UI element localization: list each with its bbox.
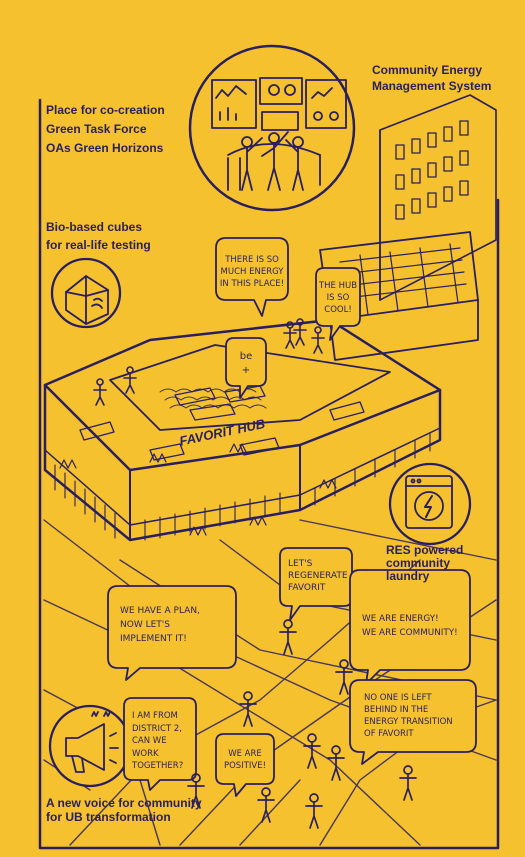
bubble-energy: THERE IS SO MUCH ENERGY IN THIS PLACE!: [218, 254, 286, 290]
bubble-community-line-1: WE ARE ENERGY!: [362, 614, 439, 624]
bubble-community: WE ARE ENERGY! WE ARE COMMUNITY!: [362, 612, 468, 640]
bubble-district-line-2: DISTRICT 2,: [132, 723, 182, 734]
washing-machine-icon: [405, 475, 453, 529]
bubble-district-line-4: WORK: [132, 748, 159, 759]
cubes-label: Bio-based cubes for real-life testing: [46, 218, 151, 254]
laundry-line-3: laundry: [386, 569, 430, 583]
dashboard-icon: [211, 77, 347, 191]
voice-label: A new voice for community for UB transfo…: [46, 796, 202, 824]
bubble-energy-line-1: THERE IS SO: [225, 255, 279, 265]
bubble-community-line-2: WE ARE COMMUNITY!: [362, 628, 458, 638]
bubble-regenerate: LET'S REGENERATE FAVORIT: [288, 558, 350, 594]
bubble-regenerate-line-2: REGENERATE: [288, 571, 348, 581]
bubble-positive-line-1: WE ARE: [228, 749, 262, 759]
cems-circle: [188, 44, 356, 212]
cems-label: Community Energy Management System: [372, 62, 491, 94]
bubble-positive-line-2: POSITIVE!: [223, 761, 266, 771]
cocreation-line-1: Place for co-creation: [46, 103, 165, 117]
bubble-district: I AM FROM DISTRICT 2, CAN WE WORK TOGETH…: [132, 710, 194, 773]
laundry-line-2: community: [386, 556, 451, 570]
megaphone-circle: [48, 704, 132, 788]
bubble-shapes: [107, 237, 477, 797]
bubble-regenerate-line-1: LET'S: [288, 559, 313, 569]
voice-line-1: A new voice for community: [46, 796, 202, 810]
bubble-plan-line-2: NOW LET'S: [120, 620, 170, 630]
street-people: [187, 619, 417, 829]
cems-line-2: Management System: [372, 79, 492, 93]
voice-line-2: for UB transformation: [46, 810, 171, 824]
bubble-plan-line-3: IMPLEMENT IT!: [120, 634, 187, 644]
bubble-transition-line-4: OF FAVORIT: [364, 729, 414, 739]
cube-circle: [50, 257, 122, 329]
bubble-cool-line-3: COOL!: [324, 305, 352, 315]
bubble-cool-line-2: IS SO: [326, 293, 350, 303]
bubble-district-line-5: TOGETHER?: [132, 761, 184, 771]
bubble-regenerate-line-3: FAVORIT: [288, 583, 326, 593]
cubes-line-2: for real-life testing: [46, 238, 151, 252]
bubble-positive: WE ARE POSITIVE!: [218, 748, 272, 772]
outer-frame: [38, 98, 500, 850]
laundry-label: RES powered community laundry: [386, 544, 463, 583]
cube-house-icon: [65, 275, 109, 325]
bubble-plan-line-1: WE HAVE A PLAN,: [120, 606, 200, 616]
bubble-plan: WE HAVE A PLAN, NOW LET'S IMPLEMENT IT!: [120, 604, 232, 646]
hub-main-block: [43, 318, 442, 542]
rooftop-people: [93, 318, 325, 406]
bubble-be-line-1: be: [239, 351, 253, 362]
apartment-block: [379, 94, 497, 301]
bubble-be-line-2: +: [241, 365, 251, 376]
cems-line-1: Community Energy: [372, 63, 483, 77]
bubble-energy-line-2: MUCH ENERGY: [220, 267, 284, 277]
bubble-be: be +: [228, 350, 264, 378]
bubble-cool: THE HUB IS SO COOL!: [318, 280, 358, 316]
cubes-line-1: Bio-based cubes: [46, 220, 143, 234]
bubble-transition-line-3: ENERGY TRANSITION: [364, 717, 453, 727]
laundry-circle: [388, 462, 472, 546]
bubble-district-line-1: I AM FROM: [132, 711, 178, 721]
cocreation-label: Place for co-creation Green Task Force O…: [46, 101, 165, 158]
bubble-cool-line-1: THE HUB: [318, 281, 358, 291]
bubble-transition-line-1: NO ONE IS LEFT: [364, 693, 432, 703]
bubble-district-line-3: CAN WE: [132, 736, 167, 746]
megaphone-icon: [65, 711, 119, 773]
cocreation-line-2: Green Task Force: [46, 122, 147, 136]
bubble-energy-line-3: IN THIS PLACE!: [219, 279, 285, 289]
bubble-transition: NO ONE IS LEFT BEHIND IN THE ENERGY TRAN…: [364, 692, 474, 740]
bubble-transition-line-2: BEHIND IN THE: [364, 705, 429, 715]
cocreation-line-3: OAs Green Horizons: [46, 141, 164, 155]
laundry-line-1: RES powered: [386, 543, 464, 557]
